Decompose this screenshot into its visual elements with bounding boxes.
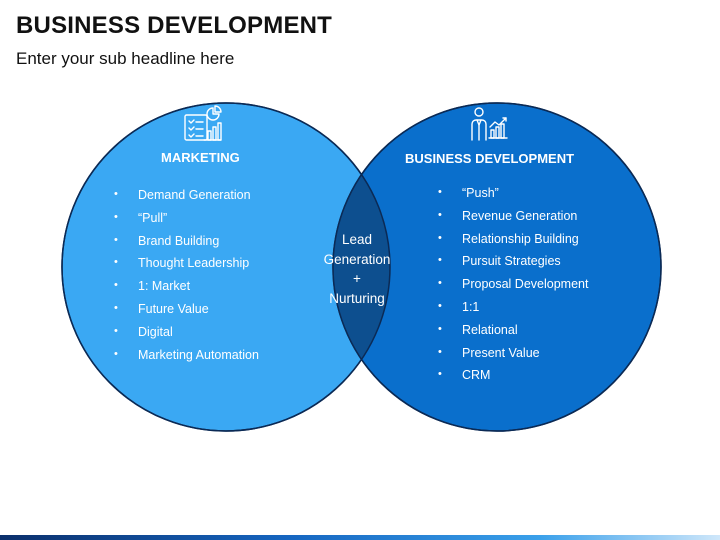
checklist-chart-icon (184, 105, 222, 141)
list-item: Proposal Development (438, 277, 588, 300)
overlap-label: Lead Generation + Nurturing (307, 230, 407, 308)
list-item: Present Value (438, 346, 588, 369)
page-title: BUSINESS DEVELOPMENT (16, 12, 333, 39)
footer-gradient-bar (0, 535, 720, 540)
list-item: 1:1 (438, 300, 588, 323)
list-item: Thought Leadership (114, 256, 259, 279)
businessman-growth-chart-icon (471, 107, 508, 141)
page-subtitle: Enter your sub headline here (16, 49, 235, 68)
marketing-heading: MARKETING (161, 150, 240, 165)
list-item: Brand Building (114, 234, 259, 257)
list-item: Pursuit Strategies (438, 254, 588, 277)
marketing-list: Demand Generation “Pull” Brand Building … (114, 188, 259, 370)
list-item: Relational (438, 323, 588, 346)
overlap-line: Lead (341, 232, 373, 247)
overlap-line: Nurturing (329, 290, 385, 306)
list-item: Future Value (114, 302, 259, 325)
list-item: Relationship Building (438, 232, 588, 255)
business-development-heading: BUSINESS DEVELOPMENT (405, 151, 575, 166)
list-item: “Push” (438, 186, 588, 209)
list-item: “Pull” (114, 211, 259, 234)
list-item: Digital (114, 325, 259, 348)
list-item: Revenue Generation (438, 209, 588, 232)
list-item: 1: Market (114, 279, 259, 302)
list-item: Marketing Automation (114, 348, 259, 371)
list-item: Demand Generation (114, 188, 259, 211)
list-item: CRM (438, 368, 588, 391)
overlap-line: + (353, 271, 361, 286)
overlap-line: Generation (323, 251, 391, 267)
business-development-list: “Push” Revenue Generation Relationship B… (438, 186, 588, 391)
